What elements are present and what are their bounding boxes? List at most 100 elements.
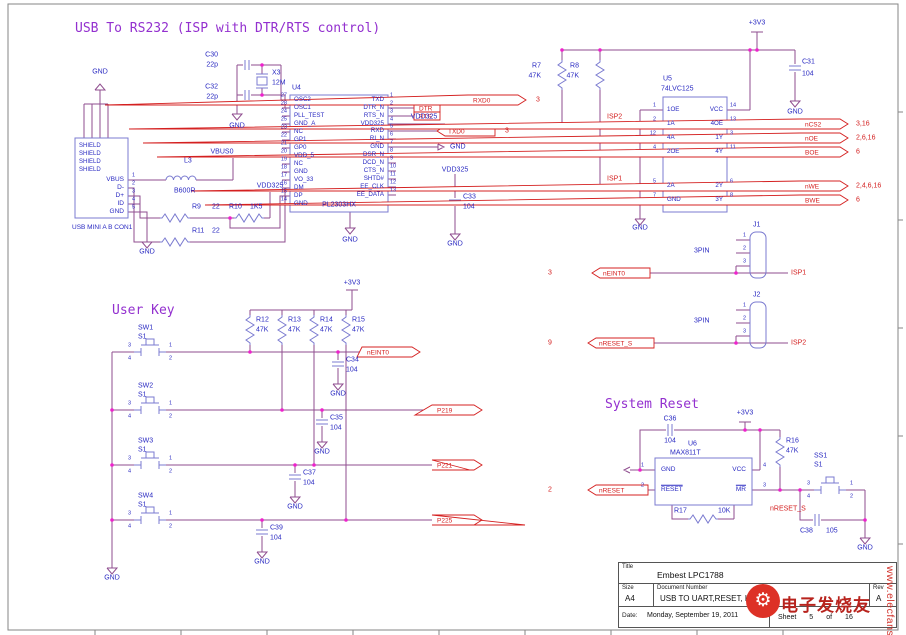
net-flag-dtr-label: DTR [419, 105, 433, 112]
pin-name: MR [735, 485, 746, 493]
pin-name: RTS_N [363, 111, 384, 119]
section-title-user-key: User Key [112, 303, 175, 318]
pin-number: 15 [280, 188, 287, 195]
pin-number: 2 [742, 245, 746, 252]
refdes: J2 [753, 291, 761, 299]
pin-number: 2 [169, 413, 173, 420]
pin-name: EE_CLK [360, 182, 384, 190]
part-value: 104 [330, 424, 342, 432]
pin-number: 1 [742, 232, 746, 239]
pin-number: 1 [169, 342, 173, 349]
offpage-nwe [190, 180, 849, 192]
gnd-label: GND [330, 390, 346, 398]
net-label: ISP1 [791, 269, 807, 277]
pin-number: 2 [390, 100, 394, 107]
pin-number: 12 [649, 130, 656, 137]
part-number: MAX811T [670, 449, 701, 457]
refdes: R14 [320, 316, 333, 324]
pin-number: 8 [730, 192, 734, 199]
offpage-p225-label: P225 [437, 517, 453, 524]
pin-number: 11 [390, 171, 396, 178]
power-label: +3V3 [343, 279, 361, 287]
usb-connector-body [74, 137, 129, 219]
pin-name: SHIELD [79, 159, 101, 165]
pin-name: 3Y [715, 195, 723, 203]
resistor-r12 [245, 314, 255, 346]
pin-number: 21 [280, 140, 287, 147]
part-value: 47K [320, 326, 333, 334]
net-label: ISP2 [791, 339, 807, 347]
pin-name: GND [667, 195, 681, 203]
pin-name: VCC [732, 465, 746, 473]
offpage-p221-label: P221 [437, 462, 453, 469]
pin-name: SHIELD [79, 167, 101, 173]
sheet-border [7, 3, 903, 635]
offpage-bwe-label: BWE [805, 197, 820, 204]
sheet-number: 5 [809, 613, 814, 621]
part-value: 22 [212, 203, 220, 211]
resistor-r16 [775, 436, 785, 468]
power-label: +3V3 [748, 19, 766, 27]
sheet-ref: 3 [505, 127, 509, 135]
pin-number: 3 [127, 400, 131, 407]
offpage-nreset-s [587, 337, 655, 349]
refdes: R8 [570, 62, 579, 70]
refdes: C32 [205, 83, 218, 91]
rev-label: Rev [873, 585, 884, 591]
switch-sw1 [133, 338, 167, 357]
offpage-txd0-label: TXD0 [448, 128, 465, 135]
refdes: R7 [532, 62, 541, 70]
pin-number: 4 [127, 523, 131, 530]
refdes: SW1 [138, 324, 154, 332]
pin-number: 1 [169, 400, 173, 407]
offpage-p219 [413, 404, 483, 416]
pin-name: VO_33 [294, 175, 314, 183]
switch-ss1 [813, 476, 847, 495]
gnd-label: GND [92, 68, 108, 76]
sheet-label: Sheet [778, 613, 797, 621]
size-value: A4 [625, 594, 635, 603]
sheet-total: 16 [845, 613, 853, 621]
pin-number: 25 [280, 116, 287, 123]
j1-body [749, 231, 767, 279]
pin-name: RXD [370, 126, 384, 134]
pin-name: DM [294, 183, 304, 191]
refdes: C34 [346, 356, 359, 364]
part-number: PL2303HX [322, 201, 356, 209]
pin-number: 11 [730, 144, 736, 151]
offpage-noe [142, 132, 849, 144]
pin-number: 5 [652, 178, 656, 185]
sheet-of-label: of [826, 613, 833, 621]
pin-name: NC [294, 159, 303, 167]
u6-body [654, 457, 753, 506]
part-value: S1 [814, 461, 823, 469]
refdes: SW2 [138, 382, 154, 390]
pin-number: 20 [280, 148, 287, 155]
part-value: 47K [288, 326, 301, 334]
pin-number: 18 [280, 164, 287, 171]
pin-number: 9 [390, 155, 394, 162]
gnd-label: GND [450, 143, 466, 151]
pin-number: 6 [390, 131, 394, 138]
gnd-label: GND [342, 236, 358, 244]
switch-sw4 [133, 506, 167, 525]
pin-number: 7 [390, 139, 394, 146]
border-ticks [94, 111, 903, 635]
refdes: R12 [256, 316, 269, 324]
refdes: L3 [184, 157, 192, 165]
part-value: 104 [303, 479, 315, 487]
pin-number: 4 [127, 355, 131, 362]
refdes: U6 [688, 440, 697, 448]
sheet-ref: 3,16 [856, 120, 870, 128]
refdes: X3 [272, 69, 281, 77]
sheet-ref: 2 [548, 486, 552, 494]
pin-number: 1 [742, 302, 746, 309]
elecfans-watermark-text: 电子发烧友 [781, 596, 871, 615]
refdes: SS1 [814, 452, 828, 460]
offpage-ncs2 [128, 118, 849, 130]
pin-number: 1 [390, 92, 394, 99]
net-flag-rts [413, 111, 441, 121]
pin-number: 6 [730, 178, 734, 185]
refdes: C36 [663, 415, 677, 423]
part-value: 22p [206, 61, 218, 69]
